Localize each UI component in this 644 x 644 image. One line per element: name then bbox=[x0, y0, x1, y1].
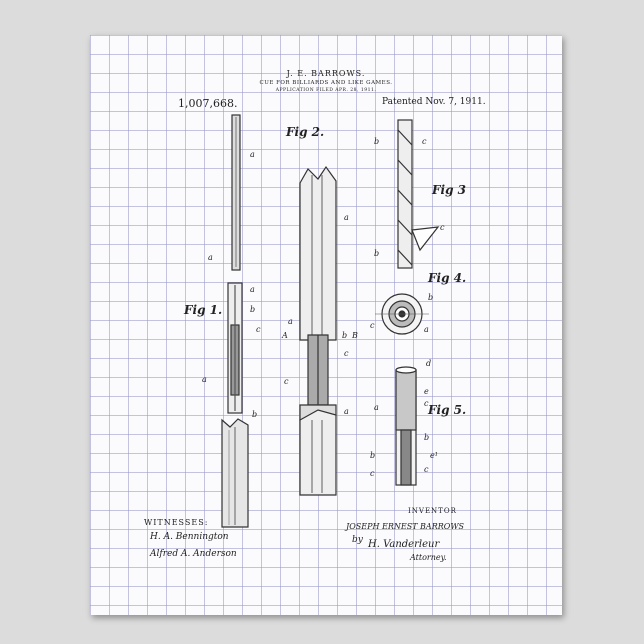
callout-b: b bbox=[428, 293, 433, 302]
fig2-upper bbox=[300, 167, 336, 340]
fig4-cross-section bbox=[375, 294, 429, 334]
callout-c: c bbox=[424, 465, 428, 474]
callout-c: c bbox=[370, 469, 374, 478]
fig3-detail bbox=[412, 227, 438, 250]
callout-b: b bbox=[370, 451, 375, 460]
callout-c: c bbox=[440, 223, 444, 232]
callout-c: c bbox=[344, 349, 348, 358]
witness-signature-2: Alfred A. Anderson bbox=[150, 549, 237, 559]
attorney-label: Attorney. bbox=[410, 553, 447, 562]
callout-a: a bbox=[374, 403, 379, 412]
callout-d: d bbox=[426, 359, 431, 368]
fig4-label: Fig 4. bbox=[428, 271, 466, 285]
callout-a: a bbox=[208, 253, 213, 262]
fig2-lower bbox=[300, 410, 336, 495]
fig5-label: Fig 5. bbox=[428, 403, 466, 417]
callout-a: a bbox=[250, 285, 255, 294]
callout-e1: e¹ bbox=[430, 451, 438, 460]
fig1-label: Fig 1. bbox=[184, 303, 222, 317]
fig3-label: Fig 3 bbox=[432, 183, 466, 197]
patent-poster: J. E. BARROWS. CUE FOR BILLIARDS AND LIK… bbox=[90, 35, 562, 615]
callout-b: b bbox=[374, 137, 379, 146]
inventor-label: INVENTOR bbox=[408, 507, 457, 515]
callout-c: c bbox=[370, 321, 374, 330]
witnesses-label: WITNESSES: bbox=[144, 518, 208, 527]
callout-c: c bbox=[256, 325, 260, 334]
callout-a: a bbox=[344, 213, 349, 222]
callout-A: A bbox=[282, 331, 288, 340]
callout-a: a bbox=[424, 325, 429, 334]
by-label: by bbox=[352, 535, 363, 545]
callout-b: b bbox=[342, 331, 347, 340]
callout-c: c bbox=[422, 137, 426, 146]
inventor-name: JOSEPH ERNEST BARROWS bbox=[346, 522, 464, 531]
callout-c: c bbox=[284, 377, 288, 386]
callout-a: a bbox=[288, 317, 293, 326]
callout-B: B bbox=[352, 331, 358, 340]
fig2-label: Fig 2. bbox=[286, 125, 324, 139]
callout-c: c bbox=[424, 399, 428, 408]
callout-b: b bbox=[424, 433, 429, 442]
callout-e: e bbox=[424, 387, 429, 396]
attorney-signature: H. Vanderleur bbox=[368, 539, 439, 550]
callout-a: a bbox=[250, 150, 255, 159]
callout-a: a bbox=[344, 407, 349, 416]
callout-b: b bbox=[374, 249, 379, 258]
witness-signature-1: H. A. Bennington bbox=[150, 532, 229, 542]
callout-b: b bbox=[252, 410, 257, 419]
callout-a: a bbox=[202, 375, 207, 384]
callout-b: b bbox=[250, 305, 255, 314]
patent-drawing bbox=[90, 35, 562, 615]
